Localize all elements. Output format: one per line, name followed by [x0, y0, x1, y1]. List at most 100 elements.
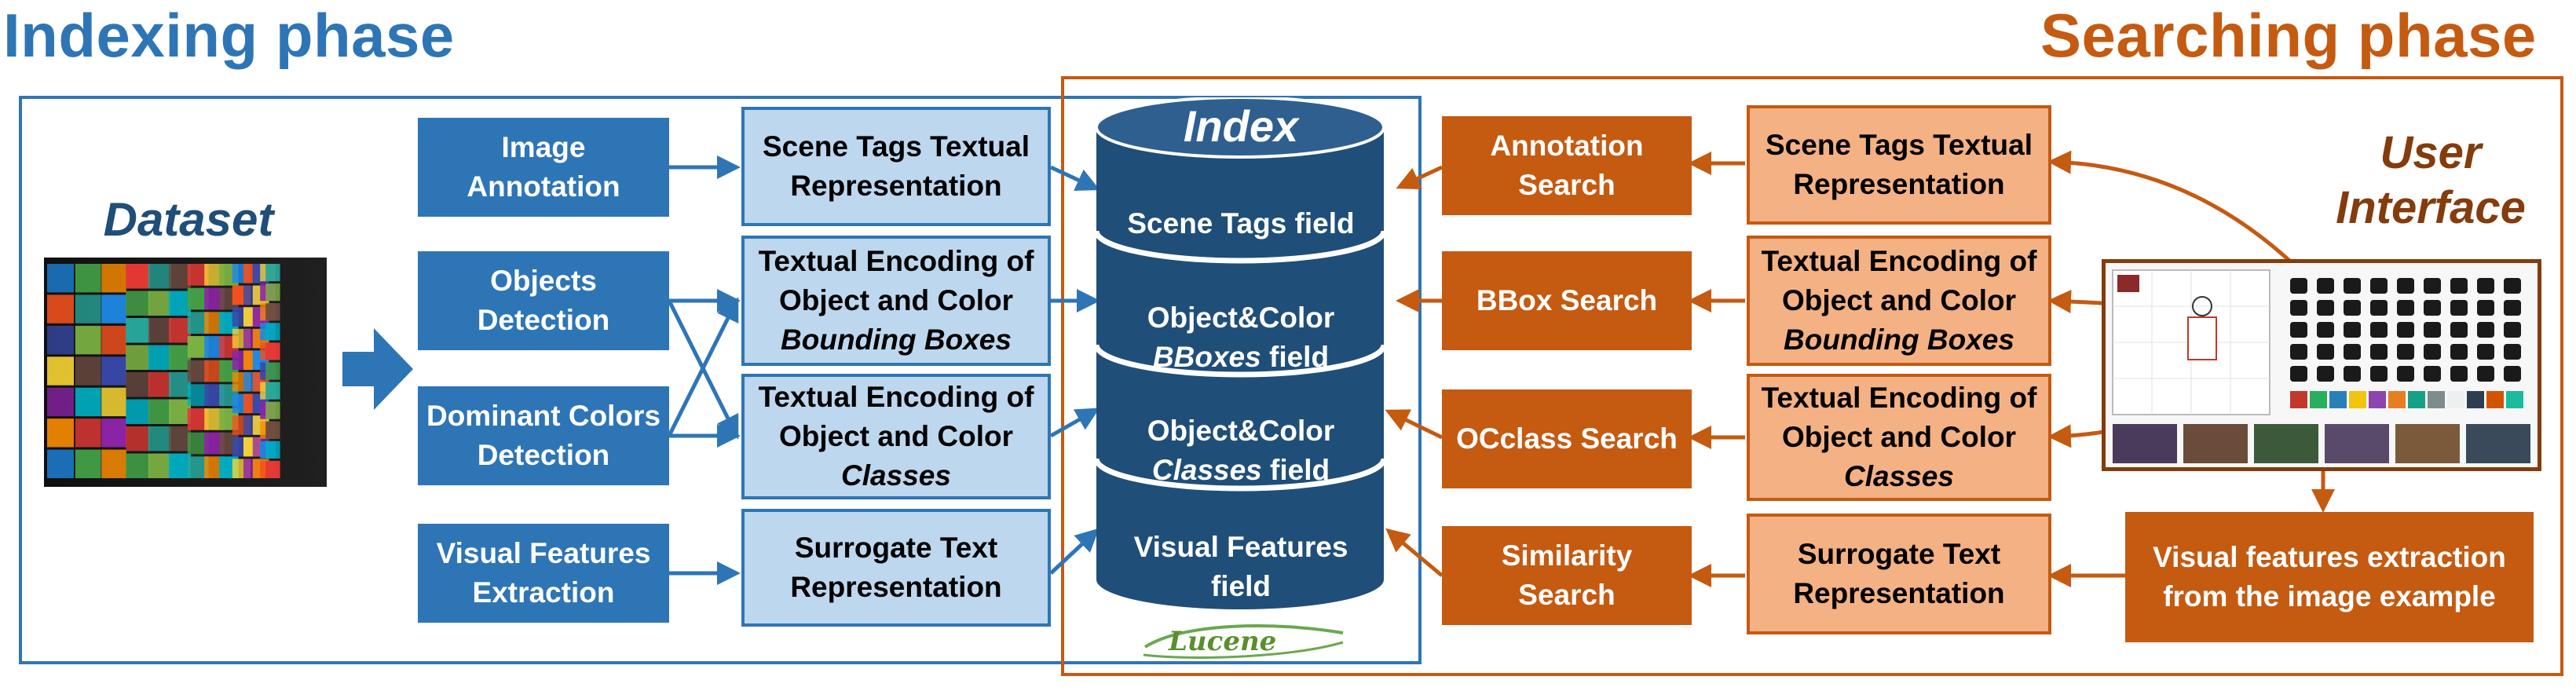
- dataset-tile: [169, 426, 191, 452]
- dataset-image: [44, 258, 327, 487]
- ui-object-icon: [2477, 322, 2494, 338]
- ui-color-swatch: [2447, 391, 2464, 408]
- ui-color-swatch: [2428, 391, 2445, 408]
- ui-color-swatch: [2369, 391, 2386, 408]
- dataset-tile: [169, 399, 191, 424]
- dataset-tile: [126, 264, 150, 289]
- dataset-tile: [265, 323, 280, 341]
- dataset-tile: [47, 449, 74, 478]
- dataset-tile: [148, 345, 171, 370]
- dataset-tile: [126, 291, 150, 316]
- indexing-phase-title: Indexing phase: [3, 1, 455, 70]
- ui-object-icon: [2344, 278, 2361, 294]
- dataset-tile: [75, 264, 101, 293]
- dataset-tile: [169, 372, 191, 397]
- ui-object-icon: [2290, 278, 2307, 294]
- ui-result-thumbnail: [2254, 424, 2318, 463]
- dataset-tile: [169, 264, 191, 289]
- ui-object-icon: [2504, 322, 2521, 338]
- dataset-tile: [75, 294, 101, 324]
- searching-phase-title: Searching phase: [2040, 1, 2537, 70]
- dataset-tile: [265, 382, 280, 400]
- ui-color-swatch: [2349, 391, 2366, 408]
- similarity-search: Similarity Search: [1442, 526, 1692, 625]
- dataset-tile: [265, 401, 280, 419]
- ui-object-icon: [2424, 300, 2441, 316]
- dataset-tile: [148, 453, 171, 478]
- ui-object-icon: [2397, 344, 2414, 360]
- dataset-tile: [101, 325, 126, 355]
- dataset-tile: [169, 318, 191, 343]
- ui-object-icon: [2317, 278, 2334, 294]
- process-dominant-colors: Dominant Colors Detection: [418, 386, 669, 485]
- ui-object-icon: [2424, 344, 2441, 360]
- dataset-arrow: [342, 328, 413, 410]
- ui-color-swatch: [2486, 391, 2504, 408]
- ui-object-icon: [2290, 300, 2307, 316]
- ui-object-icon: [2290, 344, 2307, 360]
- ui-object-icon: [2450, 366, 2468, 382]
- dataset-tile: [126, 399, 150, 424]
- dataset-tile: [126, 426, 150, 452]
- ui-color-swatch: [2467, 391, 2484, 408]
- ui-object-icon: [2397, 300, 2414, 316]
- dataset-tile: [75, 387, 101, 417]
- dataset-tile: [75, 449, 101, 478]
- ui-object-icon: [2450, 300, 2468, 316]
- visual-features-extraction: Visual features extraction from the imag…: [2125, 512, 2534, 642]
- bbox-search: BBox Search: [1442, 251, 1692, 350]
- ui-result-thumbnail: [2183, 424, 2248, 463]
- dataset-tile: [75, 325, 101, 355]
- dataset-tile: [148, 426, 171, 452]
- ui-object-icon: [2424, 322, 2441, 338]
- ui-object-icon: [2290, 322, 2307, 338]
- dataset-tile: [126, 318, 150, 343]
- dataset-tile: [47, 264, 74, 293]
- process-objects-detection: Objects Detection: [418, 251, 669, 350]
- dataset-tile: [148, 399, 171, 424]
- svg-text:Lucene: Lucene: [1168, 626, 1276, 657]
- ui-object-icon: [2344, 366, 2361, 382]
- ui-color-swatch: [2290, 391, 2307, 408]
- ui-object-icon: [2450, 322, 2468, 338]
- ui-object-icon: [2504, 278, 2521, 294]
- ui-object-icon: [2504, 366, 2521, 382]
- dataset-tile: [126, 372, 150, 397]
- dataset-tile: [47, 419, 74, 448]
- index-cylinder: [1093, 97, 1387, 609]
- annotation-search: Annotation Search: [1442, 116, 1692, 215]
- indexing-frame: [19, 96, 1422, 664]
- ui-color-swatch: [2408, 391, 2425, 408]
- ui-object-icon: [2370, 278, 2388, 294]
- ui-object-icon: [2290, 366, 2307, 382]
- ui-object-icon: [2477, 278, 2494, 294]
- ui-object-icon: [2477, 300, 2494, 316]
- ui-object-icon: [2450, 278, 2468, 294]
- dataset-tile: [169, 345, 191, 370]
- dataset-tile: [101, 264, 126, 293]
- user-interface-label: User Interface: [2336, 127, 2526, 233]
- dataset-tile: [169, 453, 191, 478]
- dataset-tile: [47, 325, 74, 355]
- occlass-search: OCclass Search: [1442, 389, 1692, 488]
- ui-object-icon: [2344, 300, 2361, 316]
- lucene-logo: Lucene: [1143, 624, 1344, 659]
- dataset-tile: [265, 303, 280, 321]
- ui-color-swatch: [2329, 391, 2347, 408]
- ui-object-icon: [2317, 300, 2334, 316]
- ui-object-icon: [2450, 344, 2468, 360]
- ui-object-icon: [2397, 366, 2414, 382]
- ui-object-icon: [2370, 366, 2388, 382]
- dataset-tile: [126, 453, 150, 478]
- dataset-tile: [75, 419, 101, 448]
- dataset-tile: [101, 356, 126, 386]
